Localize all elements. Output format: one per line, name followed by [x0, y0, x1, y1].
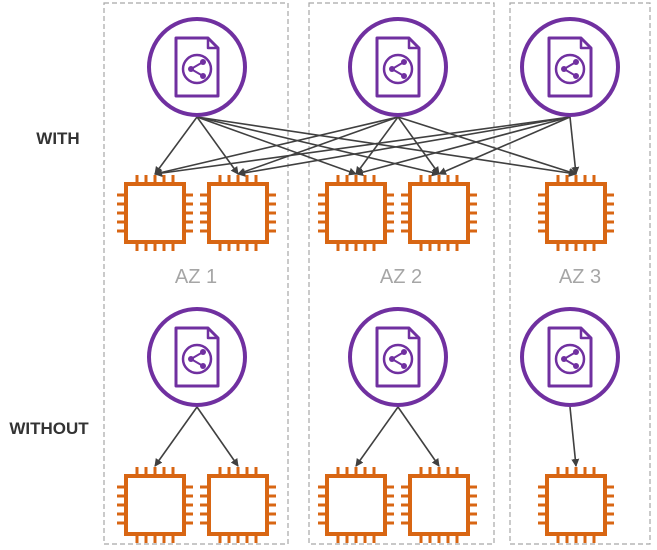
instances-layer: [117, 175, 614, 543]
arrow-with-az3-to-instance-4: [438, 116, 571, 175]
arrow-without-az2-to-instance-3: [355, 406, 399, 467]
load-balancer-with-az2: [348, 17, 448, 117]
zone-label-az1: AZ 1: [175, 266, 217, 288]
zone-label-az3: AZ 3: [559, 266, 601, 288]
instance-without-az2-2: [401, 467, 477, 543]
load-balancer-with-az1: [147, 17, 247, 117]
connector-arrows: [154, 116, 580, 467]
ec2-instance-chip-icon: [117, 467, 193, 543]
arrow-with-az3-to-instance-2: [237, 116, 571, 177]
arrow-with-az2-to-instance-4: [397, 116, 440, 175]
ec2-instance-chip-icon: [401, 467, 477, 543]
arrow-with-az2-to-instance-3: [355, 116, 399, 175]
load-balancers-layer: [147, 17, 620, 407]
instance-without-az3-1: [538, 467, 614, 543]
zone-box-az3: [509, 2, 651, 545]
load-balancer-without-az1: [147, 307, 247, 407]
arrow-without-az2-to-instance-4: [397, 406, 440, 467]
ec2-instance-chip-icon: [318, 175, 394, 251]
load-balancer-without-az2: [348, 307, 448, 407]
ec2-instance-chip-icon: [538, 467, 614, 543]
zone-label-az2: AZ 2: [380, 266, 422, 288]
zone-box-az2: [308, 2, 495, 545]
zone-box-az1: [103, 2, 289, 545]
with-label: WITH: [36, 129, 79, 148]
arrow-without-az3-to-instance-5: [569, 406, 580, 467]
arrow-with-az3-to-instance-5: [569, 116, 580, 175]
load-balancer-icon: [375, 326, 421, 388]
arrow-with-az1-to-instance-2: [196, 116, 239, 175]
arrow-with-az1-to-instance-5: [196, 116, 577, 177]
load-balancer-icon: [174, 326, 220, 388]
arrow-with-az3-to-instance-3: [355, 116, 571, 177]
arrow-with-az2-to-instance-5: [397, 116, 577, 176]
load-balancer-icon: [547, 326, 593, 388]
instance-with-az1-1: [117, 175, 193, 251]
instance-without-az1-2: [200, 467, 276, 543]
instance-with-az3-1: [538, 175, 614, 251]
arrow-without-az1-to-instance-2: [196, 406, 239, 467]
instance-without-az1-1: [117, 467, 193, 543]
ec2-instance-chip-icon: [538, 175, 614, 251]
instance-with-az2-1: [318, 175, 394, 251]
load-balancer-with-az3: [520, 17, 620, 117]
load-balancer-icon: [375, 36, 421, 98]
ec2-instance-chip-icon: [200, 175, 276, 251]
ec2-instance-chip-icon: [401, 175, 477, 251]
without-label: WITHOUT: [9, 419, 89, 438]
load-balancer-without-az3: [520, 307, 620, 407]
load-balancer-icon: [547, 36, 593, 98]
load-balancer-icon: [174, 36, 220, 98]
arrow-with-az3-to-instance-1: [154, 116, 571, 178]
instance-without-az2-1: [318, 467, 394, 543]
instance-with-az1-2: [200, 175, 276, 251]
arrow-with-az2-to-instance-1: [154, 116, 399, 177]
arrow-with-az2-to-instance-2: [237, 116, 399, 176]
ec2-instance-chip-icon: [318, 467, 394, 543]
ec2-instance-chip-icon: [117, 175, 193, 251]
arrow-with-az1-to-instance-1: [154, 116, 198, 175]
instance-with-az2-2: [401, 175, 477, 251]
ec2-instance-chip-icon: [200, 467, 276, 543]
arrow-without-az1-to-instance-1: [154, 406, 198, 467]
